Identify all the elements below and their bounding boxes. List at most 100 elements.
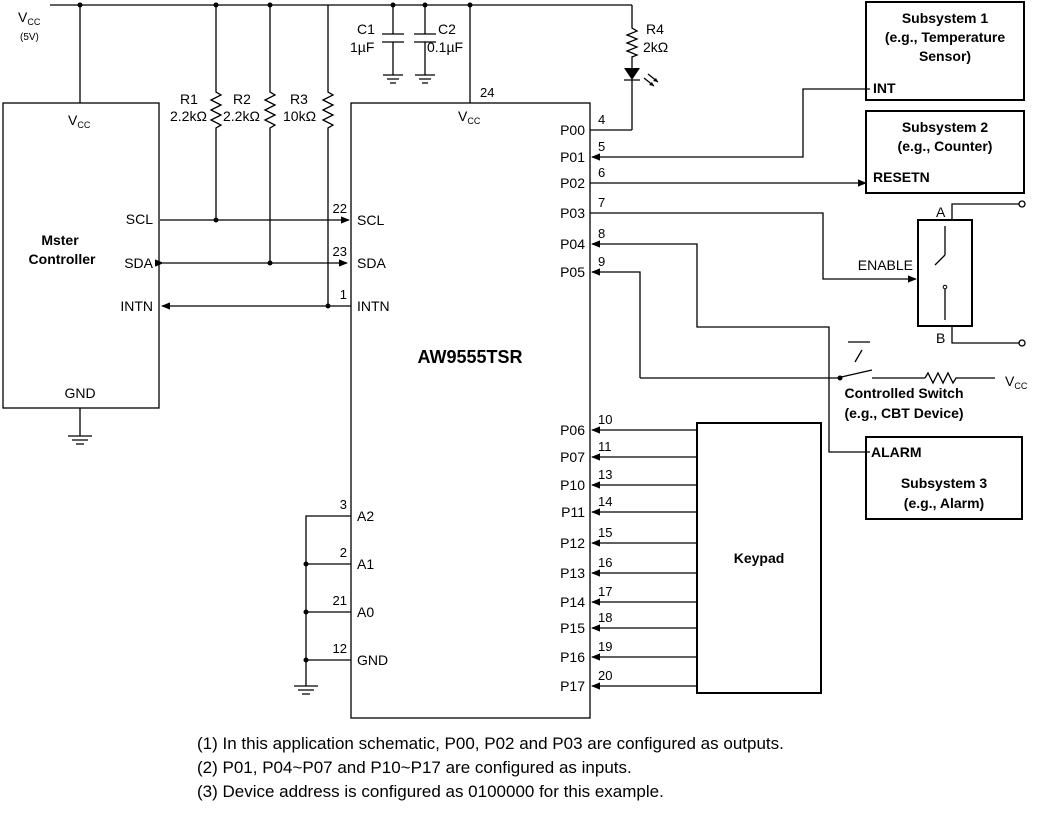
svg-text:VCC: VCC bbox=[18, 9, 41, 27]
chip-pin-p17-label: P17 bbox=[560, 678, 585, 694]
master-title-2: Controller bbox=[29, 251, 96, 267]
chip-pin-p11-number: 14 bbox=[598, 494, 612, 509]
subsystem2-title: Subsystem 2 bbox=[902, 119, 989, 135]
r3-name: R3 bbox=[290, 91, 308, 107]
chip-pin-p11-label: P11 bbox=[561, 504, 585, 520]
r4-value: 2kΩ bbox=[643, 39, 668, 55]
note-3: (3) Device address is configured as 0100… bbox=[197, 782, 664, 801]
chip-pin-p01-number: 5 bbox=[598, 139, 605, 154]
chip-vcc-label: VCC bbox=[458, 108, 481, 126]
master-ground-symbol bbox=[68, 408, 92, 445]
c2-value: 0.1µF bbox=[427, 39, 463, 55]
chip-pin-p15-number: 18 bbox=[598, 610, 612, 625]
chip-pin-p07-label: P07 bbox=[560, 449, 585, 465]
subsystem2-desc: (e.g., Counter) bbox=[898, 138, 993, 154]
master-intn-label: INTN bbox=[120, 298, 153, 314]
switch-enable-label: ENABLE bbox=[858, 257, 913, 273]
chip-box bbox=[350, 102, 591, 719]
subsystem3-desc: (e.g., Alarm) bbox=[904, 495, 984, 511]
chip-pin-a1-label: A1 bbox=[357, 556, 374, 572]
chip-pin-a2-label: A2 bbox=[357, 508, 374, 524]
master-title-1: Mster bbox=[41, 232, 79, 248]
vcc-supply-label: VCC (5V) bbox=[18, 9, 41, 43]
subsystem3-alarm-pin: ALARM bbox=[871, 444, 922, 460]
chip-vcc-pin-number: 24 bbox=[480, 85, 494, 100]
chip-name: AW9555TSR bbox=[417, 347, 522, 367]
chip-pin-intn-number: 1 bbox=[340, 287, 347, 302]
chip-right-pin-labels: P00P01P02P03P04P05P06P07P10P11P12P13P14P… bbox=[560, 122, 585, 694]
note-2: (2) P01, P04~P07 and P10~P17 are configu… bbox=[197, 758, 632, 777]
subsystem3-title: Subsystem 3 bbox=[901, 475, 988, 491]
chip-pin-scl-number: 22 bbox=[333, 201, 347, 216]
switch-icon bbox=[934, 200, 1026, 347]
chip-pin-p15-label: P15 bbox=[560, 620, 585, 636]
r4-name: R4 bbox=[646, 21, 664, 37]
chip-pin-intn-label: INTN bbox=[357, 298, 390, 314]
chip-pin-p13-number: 16 bbox=[598, 555, 612, 570]
note-1: (1) In this application schematic, P00, … bbox=[197, 734, 784, 753]
subsystem1-desc-2: Sensor) bbox=[919, 48, 971, 64]
master-controller-box bbox=[2, 102, 160, 409]
subsystem2-box bbox=[865, 110, 1025, 194]
address-ground-wires bbox=[305, 515, 351, 686]
chip-pin-p00-label: P00 bbox=[560, 122, 585, 138]
controlled-switch-icon bbox=[640, 341, 995, 385]
keypad-wires bbox=[591, 426, 697, 690]
master-sda-label: SDA bbox=[124, 255, 153, 271]
led-icon bbox=[624, 68, 659, 130]
p04-wire bbox=[591, 240, 870, 453]
address-junctions bbox=[303, 561, 309, 663]
c1-value: 1µF bbox=[350, 39, 374, 55]
chip-pin-p03-label: P03 bbox=[560, 205, 585, 221]
c1-name: C1 bbox=[357, 21, 375, 37]
chip-pin-p12-label: P12 bbox=[560, 535, 585, 551]
r2-value: 2.2kΩ bbox=[223, 108, 260, 124]
chip-pin-p02-label: P02 bbox=[560, 175, 585, 191]
bus-junctions bbox=[213, 217, 331, 309]
master-vcc-label: VCC bbox=[68, 112, 91, 130]
chip-pin-p14-number: 17 bbox=[598, 584, 612, 599]
controlled-switch-desc: (e.g., CBT Device) bbox=[844, 405, 963, 421]
chip-pin-scl-label: SCL bbox=[357, 212, 384, 228]
address-ground-symbol bbox=[294, 685, 318, 695]
keypad-box bbox=[696, 422, 822, 694]
r3-value: 10kΩ bbox=[283, 108, 316, 124]
chip-pin-p16-number: 19 bbox=[598, 639, 612, 654]
controlled-switch-title: Controlled Switch bbox=[845, 385, 964, 401]
resistor-r3 bbox=[321, 5, 335, 306]
chip-pin-sda-number: 23 bbox=[333, 244, 347, 259]
switch-b-label: B bbox=[936, 330, 945, 346]
chip-pin-p06-number: 10 bbox=[598, 412, 612, 427]
chip-pin-p10-number: 13 bbox=[598, 467, 612, 482]
chip-pin-p14-label: P14 bbox=[560, 594, 585, 610]
r1-name: R1 bbox=[180, 91, 198, 107]
chip-pin-p04-label: P04 bbox=[560, 236, 585, 252]
p05-wire bbox=[591, 268, 641, 378]
master-gnd-label: GND bbox=[64, 385, 95, 401]
chip-pin-p02-number: 6 bbox=[598, 165, 605, 180]
resistor-r2 bbox=[263, 5, 277, 263]
capacitor-c1 bbox=[382, 5, 404, 84]
switch-a-label: A bbox=[936, 204, 946, 220]
controlled-switch-vcc: VCC bbox=[1005, 373, 1028, 391]
chip-pin-a1-number: 2 bbox=[340, 545, 347, 560]
subsystem3-box bbox=[865, 436, 1023, 520]
chip-pin-sda-label: SDA bbox=[357, 255, 386, 271]
chip-pin-p04-number: 8 bbox=[598, 226, 605, 241]
chip-pin-p01-label: P01 bbox=[560, 149, 585, 165]
chip-pin-p00-number: 4 bbox=[598, 112, 605, 127]
master-scl-label: SCL bbox=[126, 211, 153, 227]
chip-pin-p16-label: P16 bbox=[560, 649, 585, 665]
chip-pin-p05-number: 9 bbox=[598, 254, 605, 269]
chip-pin-p05-label: P05 bbox=[560, 264, 585, 280]
chip-pin-p03-number: 7 bbox=[598, 195, 605, 210]
r2-name: R2 bbox=[233, 91, 251, 107]
capacitor-c2 bbox=[414, 5, 436, 84]
chip-pin-a0-number: 21 bbox=[333, 593, 347, 608]
resistor-r1 bbox=[209, 5, 223, 220]
chip-pin-p12-number: 15 bbox=[598, 525, 612, 540]
